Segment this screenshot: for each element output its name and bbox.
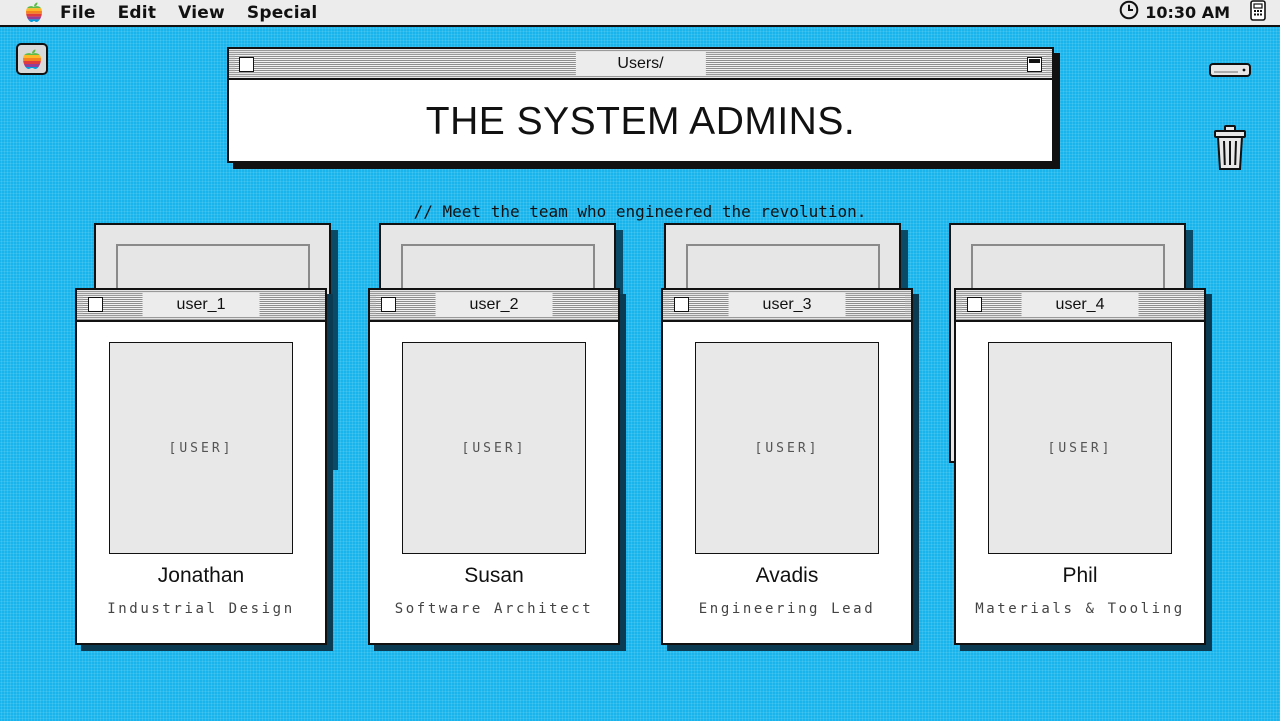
users-window-titlebar[interactable]: Users/ bbox=[229, 49, 1052, 80]
user-role: Engineering Lead bbox=[698, 601, 876, 617]
close-box-icon[interactable] bbox=[381, 297, 396, 312]
menu-bar: File Edit View Special 10:30 AM bbox=[0, 0, 1280, 27]
card-titlebar[interactable]: user_2 bbox=[370, 290, 618, 322]
menubar-status: 10:30 AM bbox=[1119, 0, 1266, 25]
user-card-1[interactable]: user_1 [USER] Jonathan Industrial Design bbox=[75, 288, 327, 645]
menu-view[interactable]: View bbox=[178, 2, 225, 23]
user-name: Phil bbox=[1062, 564, 1098, 587]
card-window-title: user_2 bbox=[435, 293, 553, 317]
user-card-4[interactable]: user_4 [USER] Phil Materials & Tooling bbox=[954, 288, 1206, 645]
card-window-title: user_3 bbox=[728, 293, 846, 317]
user-name: Susan bbox=[464, 564, 524, 587]
card-titlebar[interactable]: user_4 bbox=[956, 290, 1204, 322]
close-box-icon[interactable] bbox=[239, 57, 254, 72]
apple-menu-icon[interactable] bbox=[22, 2, 46, 24]
user-photo-placeholder: [USER] bbox=[988, 342, 1172, 554]
page-title: THE SYSTEM ADMINS. bbox=[425, 99, 856, 143]
card-titlebar[interactable]: user_3 bbox=[663, 290, 911, 322]
user-photo-placeholder: [USER] bbox=[402, 342, 586, 554]
hard-drive-icon[interactable] bbox=[1208, 60, 1252, 80]
card-window-title: user_4 bbox=[1021, 293, 1139, 317]
card-window-title: user_1 bbox=[142, 293, 260, 317]
user-card-3[interactable]: user_3 [USER] Avadis Engineering Lead bbox=[661, 288, 913, 645]
collapse-box-icon[interactable] bbox=[1027, 57, 1042, 72]
close-box-icon[interactable] bbox=[88, 297, 103, 312]
user-photo-placeholder: [USER] bbox=[109, 342, 293, 554]
menu-special[interactable]: Special bbox=[246, 2, 318, 23]
tagline: // Meet the team who engineered the revo… bbox=[413, 202, 867, 221]
window-title: Users/ bbox=[575, 52, 706, 76]
clock-time[interactable]: 10:30 AM bbox=[1145, 3, 1230, 22]
user-role: Industrial Design bbox=[107, 601, 295, 617]
clock-icon bbox=[1119, 0, 1139, 25]
battery-icon[interactable] bbox=[1250, 0, 1266, 26]
users-window: Users/ THE SYSTEM ADMINS. bbox=[227, 47, 1054, 163]
trash-icon[interactable] bbox=[1210, 124, 1250, 172]
user-role: Software Architect bbox=[394, 601, 594, 617]
user-role: Materials & Tooling bbox=[975, 601, 1185, 617]
user-card-2[interactable]: user_2 [USER] Susan Software Architect bbox=[368, 288, 620, 645]
card-titlebar[interactable]: user_1 bbox=[77, 290, 325, 322]
user-name: Avadis bbox=[755, 564, 819, 587]
close-box-icon[interactable] bbox=[674, 297, 689, 312]
user-photo-placeholder: [USER] bbox=[695, 342, 879, 554]
menu-edit[interactable]: Edit bbox=[117, 2, 157, 23]
close-box-icon[interactable] bbox=[967, 297, 982, 312]
user-name: Jonathan bbox=[157, 564, 245, 587]
menu-file[interactable]: File bbox=[60, 2, 96, 23]
apple-app-icon[interactable] bbox=[16, 43, 48, 75]
